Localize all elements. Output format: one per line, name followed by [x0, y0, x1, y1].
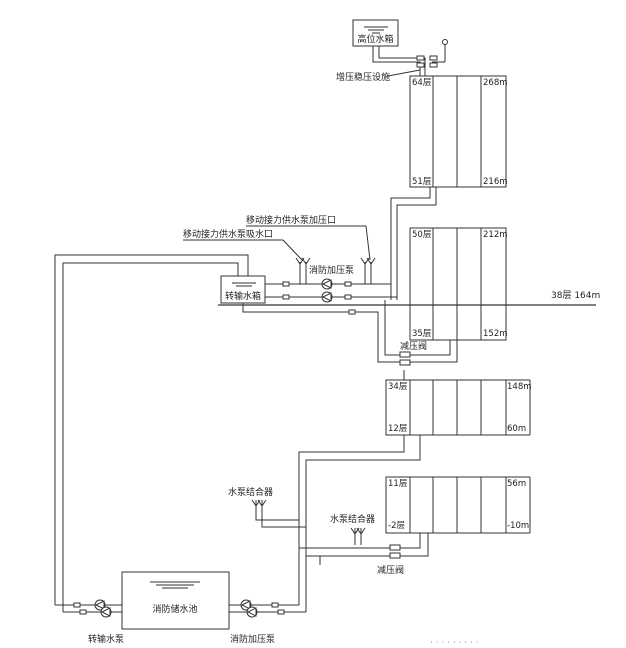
zone-3-bottom-floor: 12层 [388, 424, 407, 434]
stabilizer-label: 增压稳压设施 [336, 71, 390, 83]
transfer-pumps: 转输水泵 [55, 599, 124, 645]
zone-4: 11层 56m -2层 -10m [385, 476, 531, 534]
prv-1-label: 减压阀 [400, 340, 427, 352]
fire-pool-label: 消防储水池 [152, 603, 197, 615]
zone-4-top-height: 56m [507, 479, 526, 489]
mobile-suction-connector [295, 257, 311, 284]
zone-3: 34层 148m 12层 60m [385, 379, 532, 436]
transfer-tank-label: 转输水箱 [225, 290, 261, 302]
transfer-tank-outlet [242, 303, 400, 363]
zone-2-top-height: 212m [483, 230, 508, 240]
transfer-booster-pumps: 消防加压泵 [265, 264, 397, 303]
transfer-riser-outer [54, 254, 249, 605]
bottom-booster-pumps: 消防加压泵 [229, 599, 306, 645]
zone-4-bottom-height: -10m [507, 521, 529, 531]
stabilizer-piping: 增压稳压设施 [336, 39, 448, 83]
transfer-tank: 转输水箱 [220, 275, 266, 304]
bottom-riser-b [305, 435, 421, 612]
zone-1-riser-a [390, 187, 431, 300]
mobile-booster-outlet-label: 移动接力供水泵加压口 [246, 214, 336, 226]
mobile-booster-connector [360, 257, 376, 284]
bottom-riser-a [298, 435, 405, 605]
high-tank: 高位水箱 [352, 19, 399, 47]
watermark: · · · · · · · · · [430, 638, 479, 648]
pump-adapter-2-label: 水泵结合器 [330, 513, 375, 525]
zone-1-bottom-floor: 51层 [412, 177, 431, 187]
zone-1-top-height: 268m [483, 78, 508, 88]
transfer-riser-inner [62, 262, 239, 612]
transfer-pump-label: 转输水泵 [88, 633, 124, 645]
prv-1: 减压阀 [399, 340, 458, 366]
refuge-level-label: 38层 164m [551, 290, 600, 301]
zone-1: 64层 268m 51层 216m [409, 75, 508, 188]
bottom-booster-pump-label: 消防加压泵 [230, 633, 275, 645]
zone-3-top-floor: 34层 [388, 382, 407, 392]
fire-pool: 消防储水池 [121, 571, 230, 630]
zone-1-top-floor: 64层 [412, 78, 431, 88]
mobile-suction-label: 移动接力供水泵吸水口 [183, 228, 273, 240]
prv-2: 减压阀 [377, 533, 429, 576]
transfer-booster-pump-label: 消防加压泵 [309, 264, 354, 276]
zone-4-top-floor: 11层 [388, 479, 407, 489]
zone-1-bottom-height: 216m [483, 177, 508, 187]
zone-2-bottom-height: 152m [483, 329, 508, 339]
pump-adapter-1-label: 水泵结合器 [228, 486, 273, 498]
pump-adapter-1: 水泵结合器 [228, 486, 306, 528]
zone-1-riser-b [396, 187, 437, 300]
prv-2-label: 减压阀 [377, 564, 404, 576]
pump-adapter-2: 水泵结合器 [330, 513, 375, 545]
high-tank-label: 高位水箱 [357, 33, 393, 45]
zone-2-bottom-floor: 35层 [412, 329, 431, 339]
zone-2: 50层 212m 35层 152m [409, 227, 508, 341]
zone-3-top-height: 148m [507, 382, 532, 392]
zone-3-bottom-height: 60m [507, 424, 526, 434]
zone-4-bottom-floor: -2层 [388, 521, 405, 531]
zone-2-top-floor: 50层 [412, 230, 431, 240]
